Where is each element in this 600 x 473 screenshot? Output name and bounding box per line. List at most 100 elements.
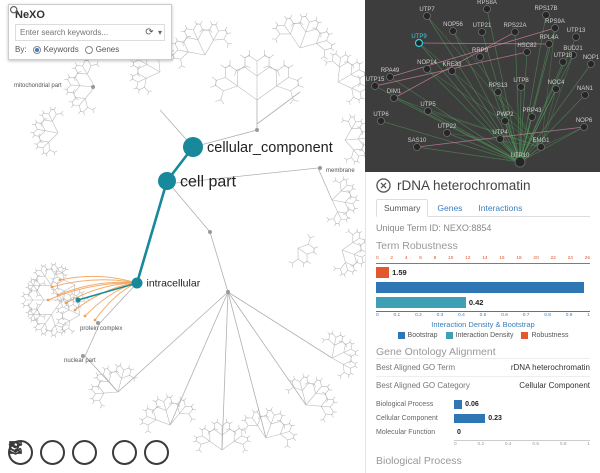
tree-node-cellular-component[interactable]	[183, 137, 203, 157]
reset-icon[interactable]: ⟳	[145, 27, 154, 38]
axis-tick: 0.5	[479, 313, 487, 318]
axis-tick: 22	[550, 256, 556, 261]
legend-label: Robustness	[531, 332, 569, 339]
axis-tick: 1	[587, 313, 590, 318]
term-detail-panel: rDNA heterochromatin Summary Genes Inter…	[365, 172, 600, 473]
network-node-utp21[interactable]: UTP21	[473, 23, 492, 36]
biological-process-title: Biological Process	[376, 455, 462, 467]
zoom-out-button[interactable]	[9, 440, 65, 465]
network-node-label: RPS8A	[477, 0, 497, 6]
alignment-bar-track: 0.06	[454, 399, 590, 409]
legend-swatch	[397, 332, 405, 339]
tab-summary[interactable]: Summary	[376, 199, 429, 217]
axis-tick: 1	[587, 442, 590, 447]
go-term-value: rDNA heterochromatin	[510, 363, 590, 372]
alignment-bar-value: 0.23	[488, 414, 502, 422]
network-node-label: UTP18	[554, 53, 573, 59]
search-icon[interactable]	[10, 6, 143, 39]
network-node-label: UTP22	[438, 124, 457, 130]
tree-node-intracellular[interactable]	[131, 277, 143, 289]
radio-selected-icon	[32, 45, 41, 54]
axis-tick: 20	[533, 256, 539, 261]
bar-fill	[376, 267, 390, 278]
alignment-category-label: Molecular Function	[376, 428, 436, 436]
network-node-utp10[interactable]: UTP10	[511, 153, 530, 168]
legend-item: Robustness	[521, 332, 568, 339]
alignment-bar	[454, 413, 486, 423]
network-node-rps8a[interactable]: RPS8A	[477, 0, 497, 13]
tree-node-cell-part[interactable]	[158, 172, 176, 190]
network-node-hsc82[interactable]: HSC82	[517, 43, 537, 56]
go-term-label: Best Aligned GO Term	[376, 363, 455, 372]
network-node-rrp9[interactable]: RRP9	[472, 48, 489, 61]
network-node-emg1[interactable]: EMG1	[532, 138, 550, 151]
network-node-rpl4a[interactable]: RPL4A	[539, 35, 559, 48]
network-node-nop56[interactable]: NOP56	[443, 22, 463, 35]
network-node-rps9a[interactable]: RPS9A	[545, 19, 565, 32]
axis-tick: 12	[465, 256, 471, 261]
search-input[interactable]	[18, 27, 130, 38]
network-node-nop1[interactable]: NOP1	[583, 55, 600, 68]
network-node-bud21[interactable]: BUD21	[563, 46, 583, 59]
chevron-down-icon[interactable]: ▾	[157, 28, 162, 37]
network-node-label: BUD21	[563, 46, 583, 52]
network-node-pwp2[interactable]: PWP2	[496, 112, 514, 125]
network-node-label: UTP9	[411, 34, 427, 40]
network-node-utp4[interactable]: UTP4	[492, 130, 508, 143]
network-node-label: RPS17B	[534, 6, 557, 12]
close-icon[interactable]	[376, 178, 391, 193]
network-node-dim1[interactable]: DIM1	[387, 89, 402, 102]
tab-interactions[interactable]: Interactions	[478, 203, 523, 213]
fit-view-button[interactable]	[9, 440, 97, 465]
network-node-label: HSC82	[517, 43, 537, 49]
network-node-utp15[interactable]: UTP15	[366, 77, 385, 90]
tab-genes[interactable]: Genes	[437, 203, 463, 213]
network-node-utp6[interactable]: UTP6	[373, 112, 389, 125]
collapse-button[interactable]	[10, 440, 137, 465]
layers-button[interactable]	[8, 440, 169, 465]
axis-tick: 0.6	[501, 313, 508, 318]
radio-genes[interactable]: Genes	[84, 45, 120, 54]
network-node-sas10[interactable]: SAS10	[408, 138, 427, 151]
network-node-utp9[interactable]: UTP9	[411, 34, 427, 48]
radio-keywords[interactable]: Keywords	[32, 45, 79, 54]
alignment-bar-value: 0.06	[465, 400, 479, 408]
network-node-utp5[interactable]: UTP5	[420, 102, 436, 115]
axis-tick: 18	[516, 256, 522, 261]
network-node-rps13[interactable]: RPS13	[488, 83, 508, 96]
network-node-rps17b[interactable]: RPS17B	[534, 6, 558, 19]
network-node-utp7[interactable]: UTP7	[419, 7, 435, 20]
tree-node-label: cellular_component	[207, 140, 333, 156]
detail-header: rDNA heterochromatin	[376, 178, 590, 193]
network-node-prp43[interactable]: PRP43	[522, 108, 542, 121]
alignment-bar	[454, 399, 463, 409]
network-node-nop14[interactable]: NOP14	[417, 60, 437, 73]
network-node-nan1[interactable]: NAN1	[577, 86, 594, 99]
network-node-label: PWP2	[496, 112, 514, 118]
network-node-utp22[interactable]: UTP22	[438, 124, 457, 137]
network-node-utp18[interactable]: UTP18	[554, 53, 573, 66]
go-category-value: Cellular Component	[519, 381, 590, 390]
network-node-utp8[interactable]: UTP8	[513, 78, 529, 91]
radio-genes-label: Genes	[95, 45, 120, 54]
axis-tick: 2	[390, 256, 394, 261]
network-node-rpa49[interactable]: RPA49	[381, 68, 400, 81]
network-node-kre33[interactable]: KRE33	[442, 62, 462, 75]
legend-label: Bootstrap	[407, 332, 438, 339]
robustness-section-title: Term Robustness	[376, 240, 458, 252]
network-node-rps22a[interactable]: RPS22A	[503, 23, 527, 36]
network-node-utp13[interactable]: UTP13	[567, 28, 586, 41]
network-node-noc4[interactable]: NOC4	[548, 80, 565, 93]
axis-tick: 0.3	[436, 313, 444, 318]
network-node-nop6[interactable]: NOP6	[576, 118, 593, 131]
axis-tick: 0.2	[415, 313, 422, 318]
